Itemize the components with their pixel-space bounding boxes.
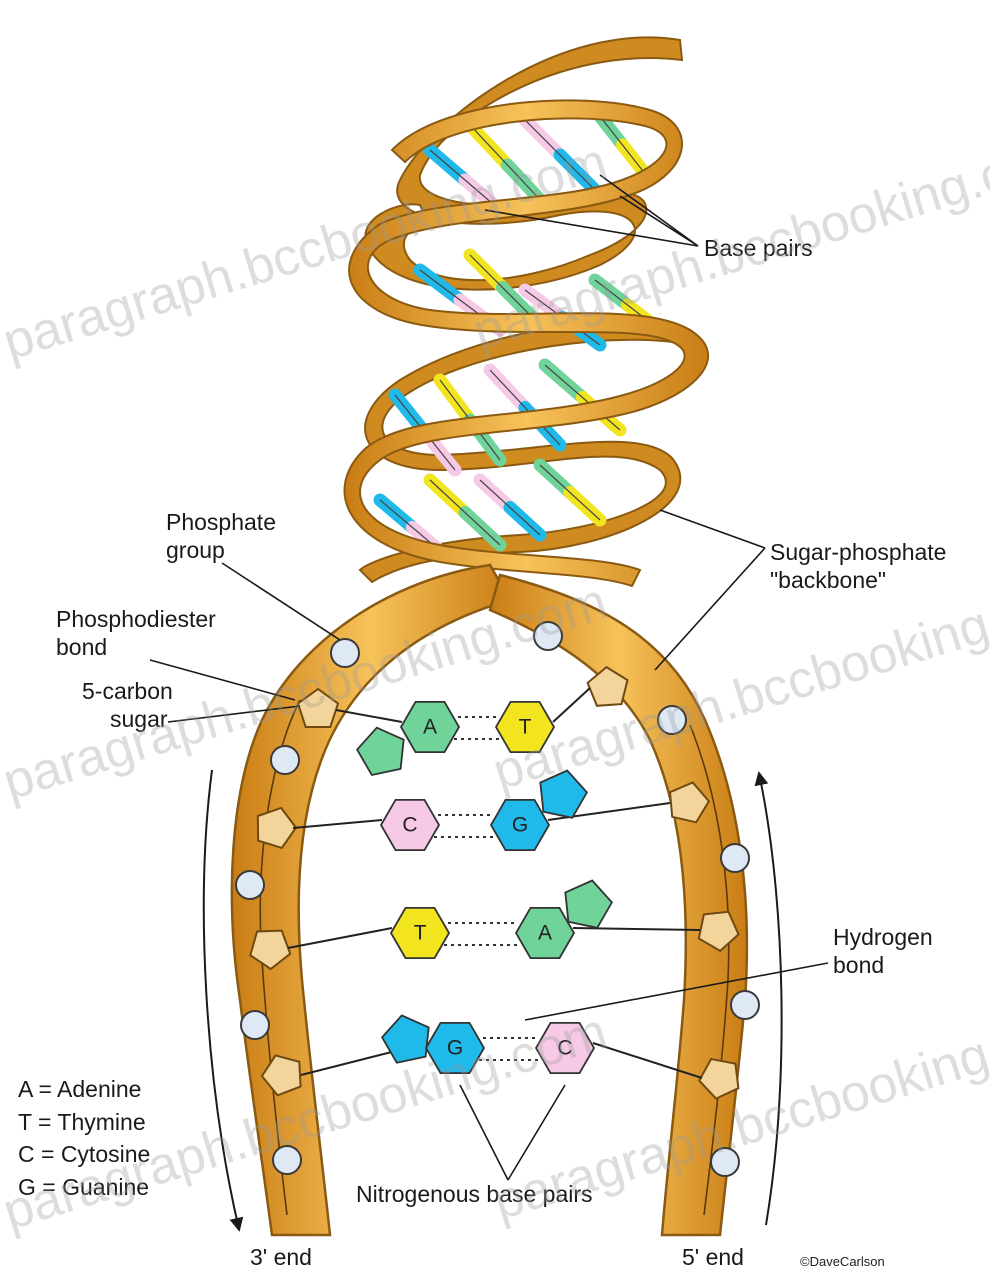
phosphate-circle [721, 844, 749, 872]
carbon-sugar-label-line1: 5-carbon [82, 678, 173, 704]
sugar-phosphate-label-line1: Sugar-phosphate [770, 539, 946, 565]
helix-rung [490, 370, 560, 445]
phosphate-circle [241, 1011, 269, 1039]
hydrogen-bond-label-line2: bond [833, 952, 884, 978]
phosphate-group-label-line1: Phosphate [166, 509, 276, 535]
helix-rung [540, 465, 600, 520]
five-end-label: 5' end [682, 1244, 744, 1270]
hydrogen-bond-label-line1: Hydrogen [833, 924, 933, 950]
base-letter-left: C [402, 814, 417, 837]
base-letter-left: T [414, 922, 427, 945]
base-letter-left: A [423, 716, 437, 739]
five-end-arrow [760, 778, 782, 1225]
purine-ring [565, 881, 612, 928]
phosphate-circle [236, 871, 264, 899]
phosphate-group-label-line2: group [166, 537, 225, 563]
phosphodiester-label-line1: Phosphodiester [56, 606, 216, 632]
legend-item: A = Adenine [18, 1076, 141, 1102]
three-end-label: 3' end [250, 1244, 312, 1270]
sugar-phosphate-label-line2: "backbone" [770, 567, 886, 593]
legend-item: T = Thymine [18, 1109, 146, 1135]
phosphodiester-label-line2: bond [56, 634, 107, 660]
phosphate-circle [731, 991, 759, 1019]
base-letter-right: G [512, 814, 528, 837]
purine-ring [357, 728, 404, 775]
base-letter-right: A [538, 922, 552, 945]
phosphate-circle [271, 746, 299, 774]
copyright-label: ©DaveCarlson [800, 1254, 885, 1269]
